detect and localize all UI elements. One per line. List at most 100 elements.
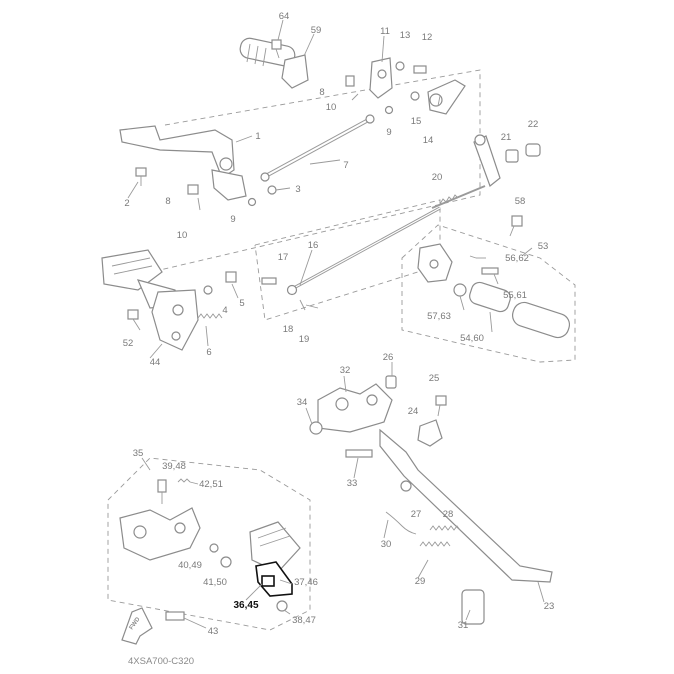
callout-16: 16: [308, 240, 319, 251]
bolt-27: [400, 480, 412, 492]
callout-5: 5: [239, 298, 244, 309]
callout-56-62: 56,62: [505, 253, 529, 264]
callout-9: 9: [230, 214, 235, 225]
leader-lines: [127, 19, 545, 629]
bolt-64: [271, 39, 282, 59]
callout-15: 15: [411, 116, 422, 127]
washer-3: [267, 185, 277, 195]
callout-14: 14: [423, 135, 434, 146]
clip-19: [305, 304, 319, 309]
rod-end-21: [473, 134, 501, 187]
callout-8-top: 8: [319, 87, 324, 98]
callout-39-48: 39,48: [162, 461, 186, 472]
brake-rod-7: [260, 114, 375, 182]
footrest-36-45-highlighted: [255, 561, 293, 597]
pin-10-top: [351, 93, 359, 101]
bolt-8-top: [345, 75, 355, 87]
bolt-52-shank: [132, 318, 141, 331]
clip-15: [410, 91, 420, 101]
footpeg-grip-59: [239, 37, 309, 89]
callout-10: 10: [177, 230, 188, 241]
pin-18: [299, 299, 306, 311]
bolt-5: [225, 271, 237, 283]
callout-9-top: 9: [386, 127, 391, 138]
callout-41-50: 41,50: [203, 577, 227, 588]
callout-55-61: 55,61: [503, 290, 527, 301]
callout-32: 32: [340, 365, 351, 376]
collar-26: [385, 375, 397, 389]
footpeg-54-60: [469, 281, 571, 339]
callout-53: 53: [538, 241, 549, 252]
spring-29: [419, 541, 451, 547]
spring-42-51: [177, 478, 191, 483]
spring-hook-30: [385, 511, 417, 535]
tube-31: [461, 589, 485, 625]
dashed-frame-upper: [159, 69, 481, 271]
callout-38-47: 38,47: [292, 615, 316, 626]
callout-27: 27: [411, 509, 422, 520]
callout-57-63: 57,63: [427, 311, 451, 322]
washer-9-top: [384, 105, 394, 115]
spring-20: [431, 185, 486, 209]
bolt-58-shank: [509, 225, 515, 237]
callout-19: 19: [299, 334, 310, 345]
callout-35: 35: [133, 448, 144, 459]
callout-25: 25: [429, 373, 440, 384]
bolt-25-shank: [437, 404, 441, 417]
callout-1: 1: [255, 131, 260, 142]
bolt-12: [413, 65, 427, 74]
callout-58: 58: [515, 196, 526, 207]
washer-57-63: [453, 283, 467, 297]
footrest-bracket-35: [119, 507, 201, 561]
dashed-frame-group-35: [107, 457, 311, 631]
footpeg-rubber-37-46: [249, 521, 301, 573]
callout-10-top: 10: [326, 102, 337, 113]
callout-29: 29: [415, 576, 426, 587]
bracket-24: [417, 419, 443, 447]
shift-lever-14: [427, 79, 466, 115]
sidestand-bracket-32: [317, 383, 393, 433]
callout-43: 43: [208, 626, 219, 637]
bracket-53: [417, 243, 453, 283]
pin-55-61: [481, 267, 499, 275]
brake-rod-16: [286, 206, 441, 296]
bolt-33: [345, 449, 373, 458]
callout-54-60: 54,60: [460, 333, 484, 344]
bolt-52: [127, 309, 139, 320]
callout-24: 24: [408, 406, 419, 417]
pin-17: [261, 277, 277, 285]
pin-10: [197, 197, 201, 211]
callout-26: 26: [383, 352, 394, 363]
collar-21b: [505, 149, 519, 163]
callout-8: 8: [165, 196, 170, 207]
callout-40-49: 40,49: [178, 560, 202, 571]
callout-12: 12: [422, 32, 433, 43]
bolt-39-48: [157, 479, 167, 493]
callout-11: 11: [380, 26, 390, 37]
bolt-2: [135, 167, 147, 177]
drawing-code: 4XSA700-C320: [128, 656, 194, 667]
fwd-arrow-icon: FWD: [121, 607, 153, 645]
callout-64: 64: [279, 11, 290, 22]
bolt-43: [165, 611, 185, 621]
bolt-8: [187, 184, 199, 195]
callout-17: 17: [278, 252, 289, 263]
callout-52: 52: [123, 338, 134, 349]
spring-6: [197, 313, 223, 319]
callout-4: 4: [222, 305, 227, 316]
bolt-25: [435, 395, 447, 406]
sidestand-23: [379, 428, 553, 583]
callout-30: 30: [381, 539, 392, 550]
washer-9: [247, 197, 257, 207]
callout-2: 2: [124, 198, 129, 209]
callout-6: 6: [206, 347, 211, 358]
spring-28: [429, 525, 461, 531]
brake-pedal-1: [119, 125, 247, 201]
washer-40-49: [209, 543, 219, 553]
callout-36-45: 36,45: [233, 600, 258, 611]
washer-4: [203, 285, 213, 295]
callout-31: 31: [458, 620, 469, 631]
callout-3: 3: [295, 184, 300, 195]
callout-37-46: 37,46: [294, 577, 318, 588]
washer-13: [395, 61, 405, 71]
